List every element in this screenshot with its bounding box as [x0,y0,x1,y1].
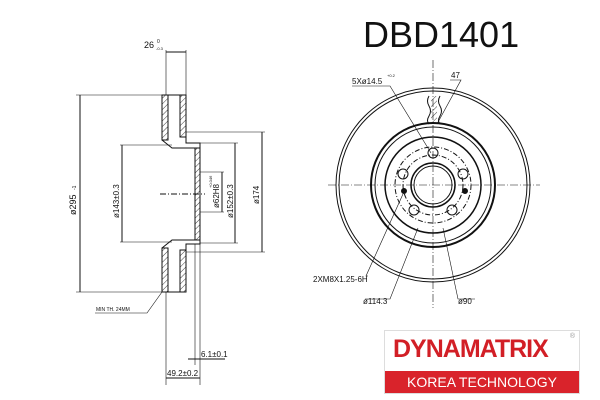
thickness-label: 26 [144,40,154,50]
offset-label: 6.1±0.1 [201,350,228,359]
brand-tagline: KOREA TECHNOLOGY [385,371,579,393]
vent-count-label: 47 [451,71,460,80]
svg-text:0: 0 [157,39,160,45]
svg-text:-1: -1 [72,185,78,190]
front-view [328,60,540,308]
svg-text:-0.3: -0.3 [156,46,164,51]
d90-label: ø90 [458,297,472,306]
min-thickness-label: MIN TH. 24MM [96,307,130,313]
registered-mark: ® [569,333,575,340]
svg-text:+0.046: +0.046 [208,175,213,188]
d62-label: ø62H8 [212,183,221,208]
d152-label: ø152±0.3 [226,184,235,218]
threads-label: 2XM8X1.25-6H [313,275,368,284]
brand-name: DYNAMATRIX [393,335,549,363]
bolt-holes-label: 5Xø14.5 [352,77,383,86]
svg-text:+0.2: +0.2 [387,73,396,78]
d143-label: ø143±0.3 [112,184,121,218]
side-view-labels: 26 0 -0.3 ø295 -1 ø143±0.3 ø62H8 +0.046 … [68,39,261,378]
height-label: 49.2±0.2 [167,369,199,378]
d174-label: ø174 [252,185,261,204]
pcd-label: ø114.3 [363,297,388,306]
outer-diameter-label: ø295 [68,194,78,215]
front-view-labels: 5Xø14.5 +0.2 47 2XM8X1.25-6H ø114.3 ø90 [313,71,472,306]
dynamatrix-logo: DYNAMATRIX ® KOREA TECHNOLOGY [384,330,580,394]
part-number-title: DBD1401 [363,14,520,55]
side-section-view [76,50,265,385]
